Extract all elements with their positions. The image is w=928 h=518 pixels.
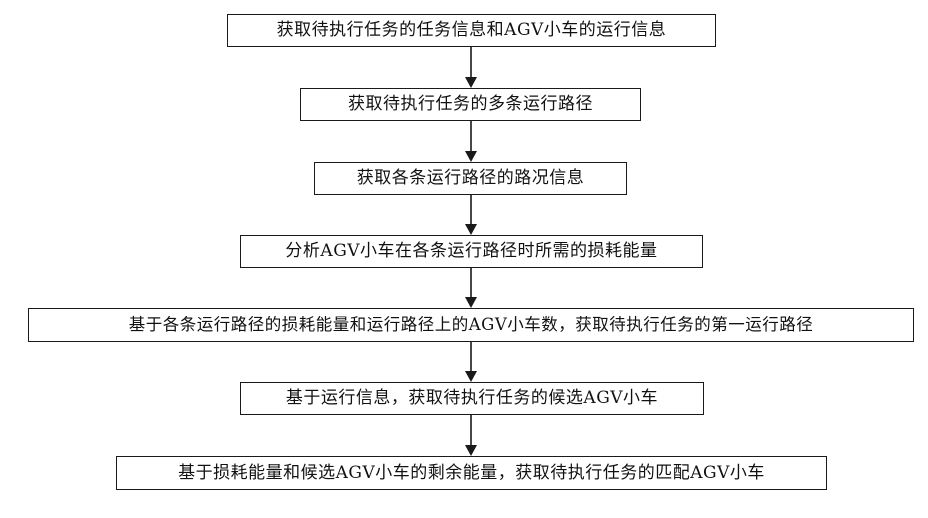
step-5-box: 基于各条运行路径的损耗能量和运行路径上的AGV小车数，获取待执行任务的第一运行路… (28, 308, 914, 342)
step-5-text: 基于各条运行路径的损耗能量和运行路径上的AGV小车数，获取待执行任务的第一运行路… (129, 317, 814, 334)
step-2-box: 获取待执行任务的多条运行路径 (300, 88, 641, 121)
step-6-box: 基于运行信息，获取待执行任务的候选AGV小车 (240, 382, 704, 415)
arrow-6-to-7 (465, 415, 477, 456)
arrow-3-to-4 (465, 195, 477, 235)
step-3-text: 获取各条运行路径的路况信息 (357, 170, 585, 187)
step-1-box: 获取待执行任务的任务信息和AGV小车的运行信息 (227, 14, 716, 47)
arrow-4-to-5 (465, 268, 477, 308)
step-1-text: 获取待执行任务的任务信息和AGV小车的运行信息 (277, 22, 667, 39)
step-4-box: 分析AGV小车在各条运行路径时所需的损耗能量 (240, 235, 703, 268)
step-7-box: 基于损耗能量和候选AGV小车的剩余能量，获取待执行任务的匹配AGV小车 (116, 456, 827, 490)
arrow-5-to-6 (465, 342, 477, 382)
step-3-box: 获取各条运行路径的路况信息 (314, 162, 627, 195)
step-2-text: 获取待执行任务的多条运行路径 (348, 96, 593, 113)
step-7-text: 基于损耗能量和候选AGV小车的剩余能量，获取待执行任务的匹配AGV小车 (178, 465, 765, 482)
step-4-text: 分析AGV小车在各条运行路径时所需的损耗能量 (285, 243, 657, 260)
arrow-1-to-2 (465, 47, 477, 88)
step-6-text: 基于运行信息，获取待执行任务的候选AGV小车 (286, 390, 658, 407)
arrow-2-to-3 (465, 121, 477, 162)
